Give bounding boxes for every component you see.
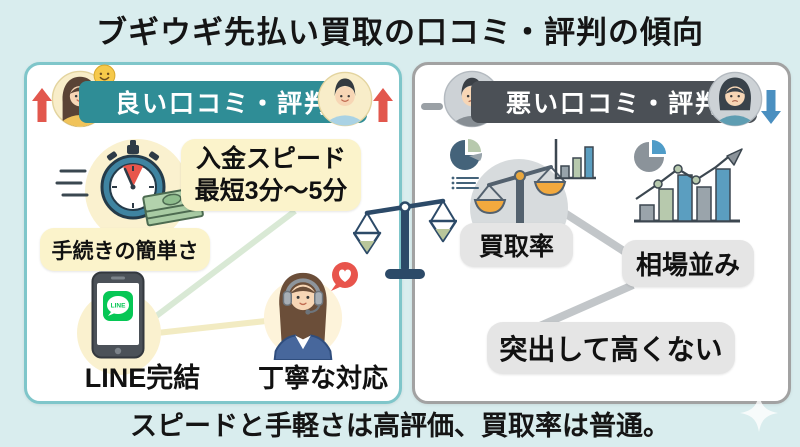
page-title: ブギウギ先払い買取の口コミ・評判の傾向 xyxy=(96,15,704,50)
pie-chart-icon xyxy=(450,139,483,170)
bar-chart-icon xyxy=(554,139,596,180)
woman-avatar xyxy=(707,71,763,127)
minus-icon xyxy=(421,103,443,110)
bad-reviews-banner-label: 悪い口コミ・評判 xyxy=(505,90,722,118)
bad-connector-lines xyxy=(531,206,636,333)
deposit-speed-line1: 入金スピード xyxy=(195,144,346,173)
market-average-label: 相場並み xyxy=(635,250,740,280)
sparkle-icon xyxy=(740,394,778,432)
bad-reviews-panel: 悪い口コミ・評判 xyxy=(412,62,791,404)
easy-procedure-label: 手続きの簡単さ xyxy=(51,239,199,263)
polite-response-label: 丁寧な対応 xyxy=(257,363,388,393)
purchase-rate-label: 買取率 xyxy=(478,233,554,261)
good-reviews-banner-label: 良い口コミ・評判 xyxy=(114,90,331,118)
footer-caption: スピードと手軽さは高評価、買取率は普通。 xyxy=(130,411,670,441)
good-reviews-panel: 良い口コミ・評判 xyxy=(24,62,402,404)
up-arrow-icon xyxy=(32,88,52,122)
easy-procedure-box: 手続きの簡単さ xyxy=(40,228,210,271)
growth-chart-icon xyxy=(634,140,743,223)
heart-bubble-icon xyxy=(331,262,358,291)
up-arrow-icon xyxy=(373,88,393,122)
line-app-icon: LINE xyxy=(103,291,133,321)
line-complete-label: LINE完結 xyxy=(84,363,201,393)
line-phone-icon: LINE xyxy=(91,271,145,359)
list-lines-icon xyxy=(451,176,479,190)
down-arrow-icon xyxy=(761,90,781,124)
line-app-text: LINE xyxy=(111,303,126,310)
not-outstanding-box: 突出して高くない xyxy=(487,322,735,374)
market-average-box: 相場並み xyxy=(622,240,754,287)
not-outstanding-label: 突出して高くない xyxy=(499,334,723,365)
speed-lines-icon xyxy=(55,169,89,197)
deposit-speed-box: 入金スピード 最短3分〜5分 xyxy=(181,139,361,211)
operator-icon xyxy=(263,272,343,360)
balance-scale-icon xyxy=(353,198,457,279)
deposit-speed-line2: 最短3分〜5分 xyxy=(194,177,348,205)
purchase-rate-box: 買取率 xyxy=(460,223,573,267)
man-avatar xyxy=(317,71,373,127)
